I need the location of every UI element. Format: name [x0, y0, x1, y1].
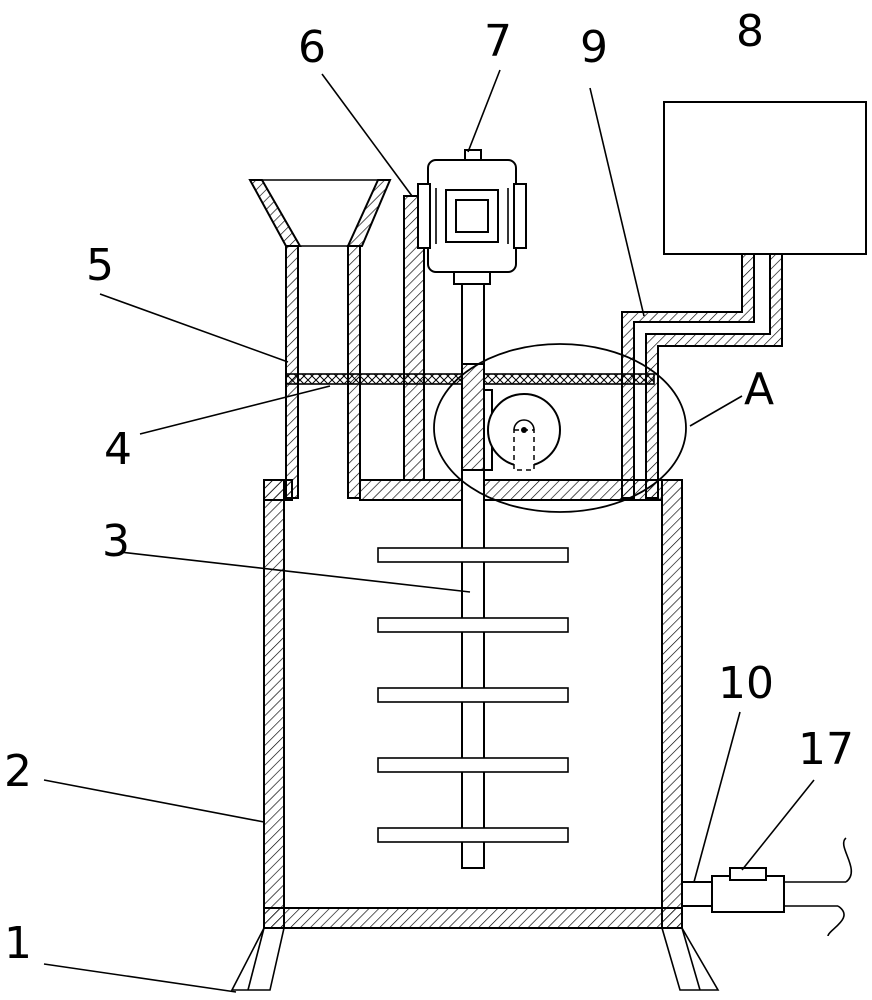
leader-lines: [43, 69, 815, 993]
mixing-tank: [263, 479, 683, 929]
callout-labels: 1 2 3 4 5 6 7 8 9 10 17 A: [4, 6, 854, 969]
label-10: 10: [718, 658, 774, 709]
detail-a-marker: [433, 343, 687, 513]
label-6: 6: [298, 22, 326, 73]
vibration-mechanism: [483, 389, 561, 471]
label-9: 9: [580, 22, 608, 73]
water-tank: [663, 101, 867, 255]
label-8: 8: [736, 6, 764, 57]
water-pipe: [621, 253, 783, 499]
label-1: 1: [4, 918, 32, 969]
feed-hopper: [248, 179, 392, 499]
outlet-pipe: [681, 837, 853, 937]
label-5: 5: [86, 240, 114, 291]
stirring-shaft: [377, 283, 569, 869]
label-17: 17: [798, 724, 854, 775]
label-2: 2: [4, 746, 32, 797]
support-legs: [230, 927, 720, 991]
label-a: A: [744, 364, 774, 415]
label-3: 3: [102, 516, 130, 567]
support-column: [403, 195, 425, 481]
label-7: 7: [484, 16, 512, 67]
motor: [417, 149, 527, 285]
label-4: 4: [104, 424, 132, 475]
